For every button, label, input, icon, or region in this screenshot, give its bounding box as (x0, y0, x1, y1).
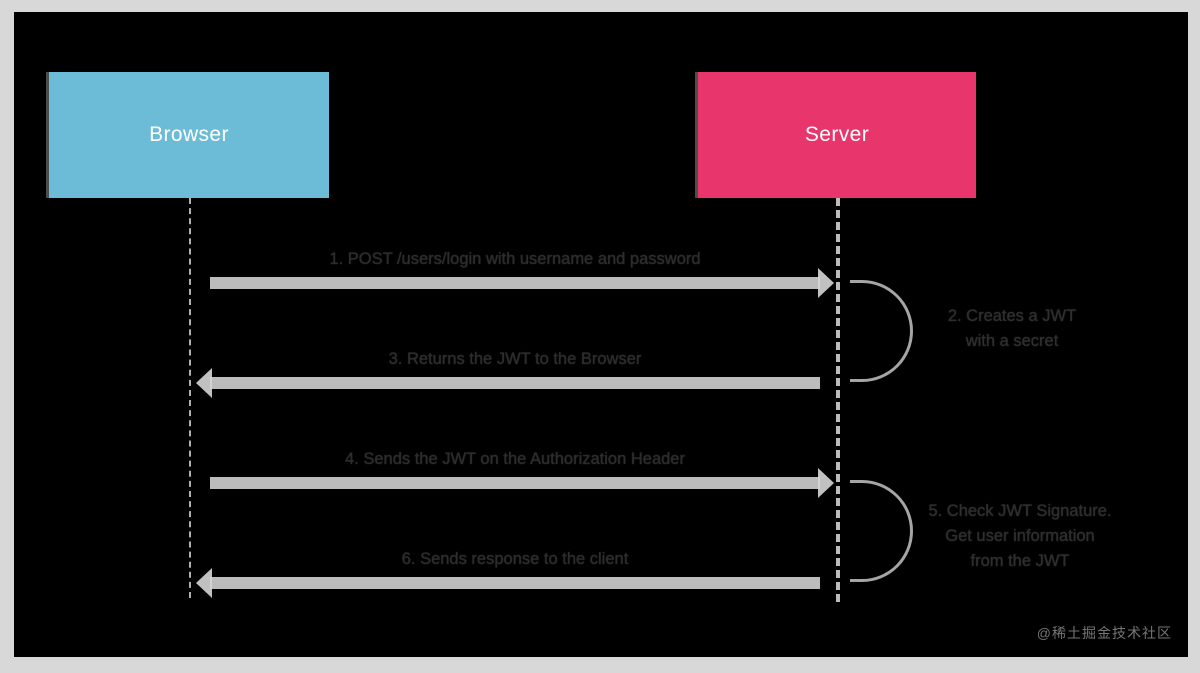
arrow-right-icon (818, 268, 834, 298)
participant-server[interactable]: Server (698, 72, 976, 198)
participant-browser-label: Browser (149, 123, 229, 146)
watermark: @稀土掘金技术社区 (1036, 625, 1172, 641)
participant-browser[interactable]: Browser (49, 72, 329, 198)
message-1[interactable]: 1. POST /users/login with username and p… (210, 249, 834, 298)
message-1-label: 1. POST /users/login with username and p… (329, 250, 701, 268)
message-4-line (210, 477, 820, 489)
arrow-left-icon (196, 368, 212, 398)
self-message-2-label: 2. Creates a JWT with a secret (947, 307, 1077, 350)
arrow-left-icon (196, 568, 212, 598)
message-6[interactable]: 6. Sends response to the client (196, 549, 820, 598)
self-message-5-label: 5. Check JWT Signature. Get user informa… (928, 502, 1112, 570)
message-3-line (210, 377, 820, 389)
message-1-line (210, 277, 820, 289)
lifeline-server (836, 198, 840, 602)
lifeline-browser (189, 198, 191, 598)
arrow-right-icon (818, 468, 834, 498)
message-4-label: 4. Sends the JWT on the Authorization He… (345, 450, 685, 468)
message-6-label: 6. Sends response to the client (401, 550, 629, 568)
participant-server-label: Server (804, 123, 870, 146)
message-3[interactable]: 3. Returns the JWT to the Browser (196, 349, 820, 398)
message-4[interactable]: 4. Sends the JWT on the Authorization He… (210, 449, 834, 498)
message-3-label: 3. Returns the JWT to the Browser (388, 350, 642, 368)
diagram-canvas: Browser Server 1. POST /users/login with… (14, 12, 1188, 657)
message-6-line (210, 577, 820, 589)
